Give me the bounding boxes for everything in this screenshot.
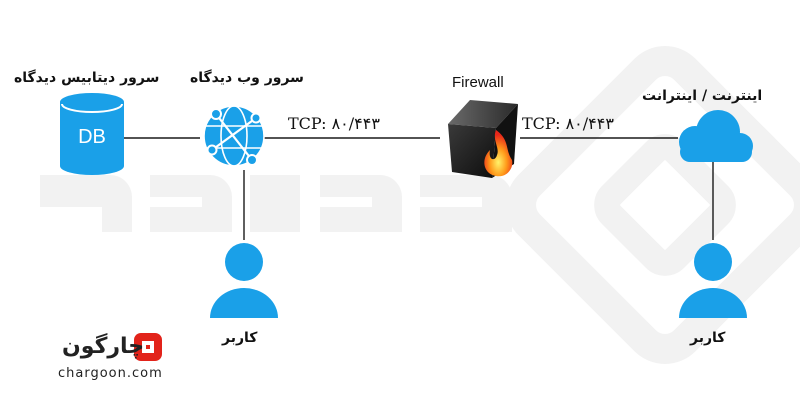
user-right-icon [679, 243, 747, 318]
connections [123, 137, 714, 240]
database-icon [60, 93, 124, 175]
firewall-label: Firewall [452, 74, 504, 91]
link-label-firewall-internet: TCP: ۸۰/۴۴۳ [522, 114, 614, 133]
firewall-icon [448, 100, 518, 178]
internet-label: اینترنت / اینترانت [642, 88, 763, 104]
database-icon-text: DB [78, 126, 106, 148]
user-right-label: کاربر [690, 330, 726, 346]
chargoon-logo-icon [134, 333, 162, 361]
brand-name: چارگون [62, 334, 145, 359]
user-left-label: کاربر [222, 330, 258, 346]
user-left-icon [210, 243, 278, 318]
watermark [40, 46, 800, 364]
link-label-web-firewall: TCP: ۸۰/۴۴۳ [288, 114, 380, 133]
web-server-icon [203, 105, 265, 167]
cloud-icon [679, 110, 753, 162]
database-label: سرور دیتابیس دیدگاه [14, 70, 160, 86]
web-server-label: سرور وب دیدگاه [190, 70, 304, 86]
brand-domain: chargoon.com [58, 366, 163, 381]
